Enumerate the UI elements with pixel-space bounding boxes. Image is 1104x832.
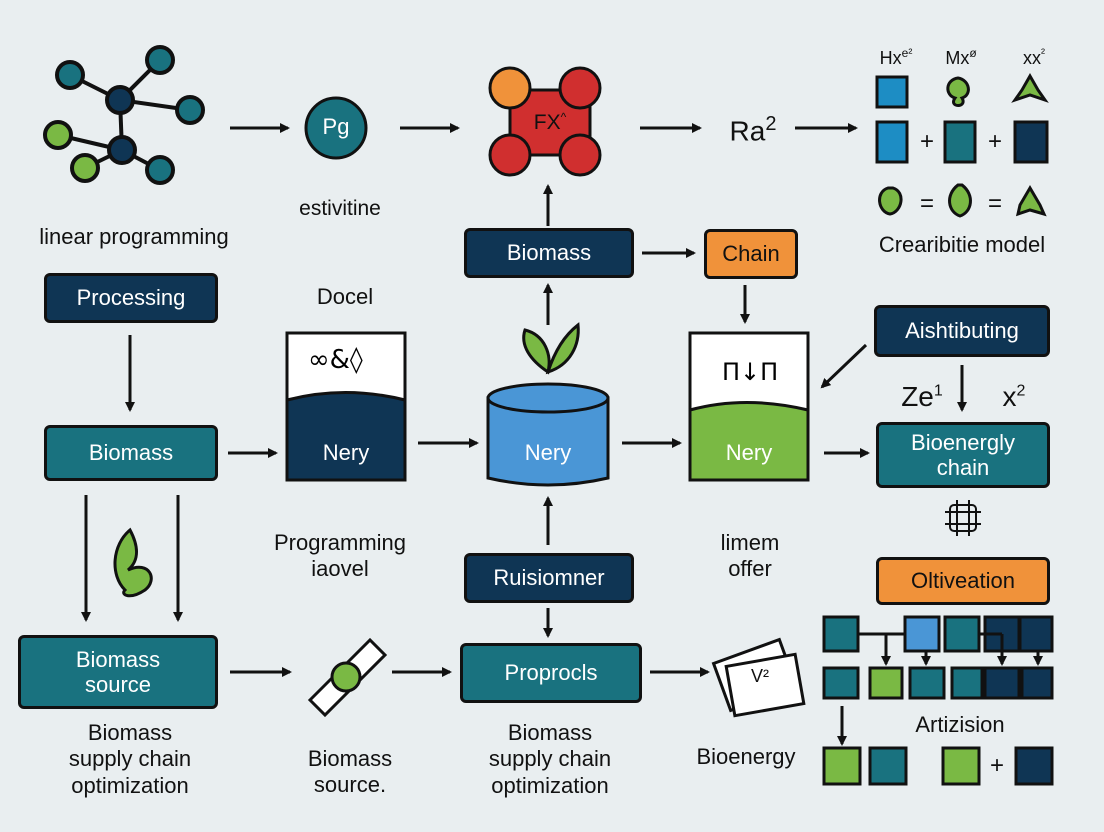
card-glyph: V² — [751, 666, 769, 686]
legend-xx-text: xx — [1023, 48, 1041, 68]
legend-label-hx: Hxe² — [868, 46, 924, 70]
biomass-source-caption-line-1: Biomass — [307, 746, 393, 771]
left-caption-line-1: Biomass — [87, 720, 173, 745]
legend-hx-sup: e² — [901, 46, 913, 60]
plus-sign: + — [987, 128, 1002, 155]
legend-label-xx: xx² — [1008, 46, 1060, 70]
leaf-icon — [948, 183, 972, 218]
x-label: x2 — [984, 380, 1044, 414]
grid-blocks — [822, 615, 1054, 786]
left-caption: Biomass supply chain optimization — [20, 720, 240, 799]
programming-line-2: iaovel — [311, 556, 369, 582]
biomass-source-line-1: Biomass — [75, 646, 161, 672]
bioenergy-chain-box: Bioenergly chain — [876, 422, 1050, 488]
processing-box: Processing — [44, 273, 218, 323]
arrows — [81, 123, 1043, 746]
legend-icons — [875, 72, 1049, 218]
aishtibuting-box: Aishtibuting — [874, 305, 1050, 357]
plus-sign: + — [919, 128, 934, 155]
limem-tank: Π↓Π — [688, 331, 810, 482]
linear-programming-label: linear programming — [39, 224, 229, 249]
programming-label: Programming iaovel — [250, 530, 430, 583]
center-cylinder-label: Nery — [524, 440, 572, 465]
biomass-source-caption-line-2: source. — [313, 772, 387, 798]
legend-hx-text: Hx — [879, 48, 902, 68]
chip-icon — [945, 500, 981, 536]
docel-tank: ∞&◊ — [285, 331, 407, 482]
bioenergy-chain-line-1: Bioenergly — [911, 429, 1015, 455]
programming-line-1: Programming — [273, 530, 407, 555]
center-caption-line-3: optimization — [491, 772, 609, 798]
legend-mx-sup: ø — [969, 46, 977, 60]
center-caption-line-2: supply chain — [488, 746, 612, 772]
leaf-icon — [1011, 72, 1049, 103]
docel-label: Docel — [316, 284, 374, 309]
biomass-source-caption: Biomass source. — [280, 746, 420, 799]
left-caption-line-3: optimization — [71, 772, 189, 798]
chain-box: Chain — [704, 229, 798, 279]
ze-label: Ze1 — [892, 380, 952, 414]
biomass-source-box: Biomass source — [18, 635, 218, 709]
plus-sign: + — [989, 752, 1004, 779]
artizision-label: Artizision — [915, 712, 1005, 737]
leaf-icon — [946, 76, 970, 107]
biomass-box-left: Biomass — [44, 425, 218, 481]
fx-label: FX^ — [520, 110, 580, 135]
fx-text: FX — [533, 111, 561, 134]
center-caption-line-1: Biomass — [507, 720, 593, 745]
molecule-icon — [43, 45, 205, 185]
limem-line-2: offer — [728, 556, 772, 582]
svg-text:Π↓Π: Π↓Π — [722, 358, 778, 386]
sprout-icon — [522, 322, 580, 375]
pg-label: Pg — [322, 114, 350, 139]
svg-text:∞&◊: ∞&◊ — [308, 345, 363, 375]
limem-label: limem offer — [680, 530, 820, 583]
ra-text: Ra — [729, 115, 766, 147]
x-sup: 2 — [1016, 382, 1026, 400]
bioenergy-chain-line-2: chain — [936, 455, 990, 480]
leaf-icon — [878, 186, 903, 216]
limem-line-1: limem — [720, 530, 780, 555]
fx-node — [488, 66, 602, 177]
biomass-source-line-2: source — [84, 672, 152, 697]
scroll-icon — [307, 637, 388, 718]
leaf-icon — [1015, 185, 1047, 217]
crearibitie-label: Crearibitie model — [878, 232, 1046, 257]
ra-label: Ra2 — [708, 112, 798, 148]
plant-icon — [113, 527, 153, 598]
center-caption: Biomass supply chain optimization — [440, 720, 660, 799]
biomass-box-center: Biomass — [464, 228, 634, 278]
equals-sign: = — [919, 190, 934, 217]
card-icon — [711, 637, 806, 718]
ze-sup: 1 — [933, 382, 943, 400]
legend-label-mx: Mxø — [936, 46, 986, 70]
legend-mx-text: Mx — [945, 48, 970, 68]
equals-sign: = — [987, 190, 1002, 217]
estivitine-label: estivitine — [299, 197, 381, 220]
x-text: x — [1002, 381, 1017, 412]
left-caption-line-2: supply chain — [68, 746, 192, 772]
fx-sup: ^ — [560, 110, 567, 124]
oltiveation-box: Oltiveation — [876, 557, 1050, 605]
ra-sup: 2 — [765, 113, 777, 135]
docel-tank-label: Nery — [322, 440, 370, 465]
ze-text: Ze — [901, 381, 934, 412]
ruisiomner-box: Ruisiomner — [464, 553, 634, 603]
limem-tank-label: Nery — [725, 440, 773, 465]
bioenergy-label: Bioenergy — [696, 744, 796, 769]
proprocls-box: Proprocls — [460, 643, 642, 703]
legend-xx-sup: ² — [1041, 46, 1045, 60]
center-cylinder — [486, 322, 610, 487]
pg-circle — [304, 96, 368, 160]
